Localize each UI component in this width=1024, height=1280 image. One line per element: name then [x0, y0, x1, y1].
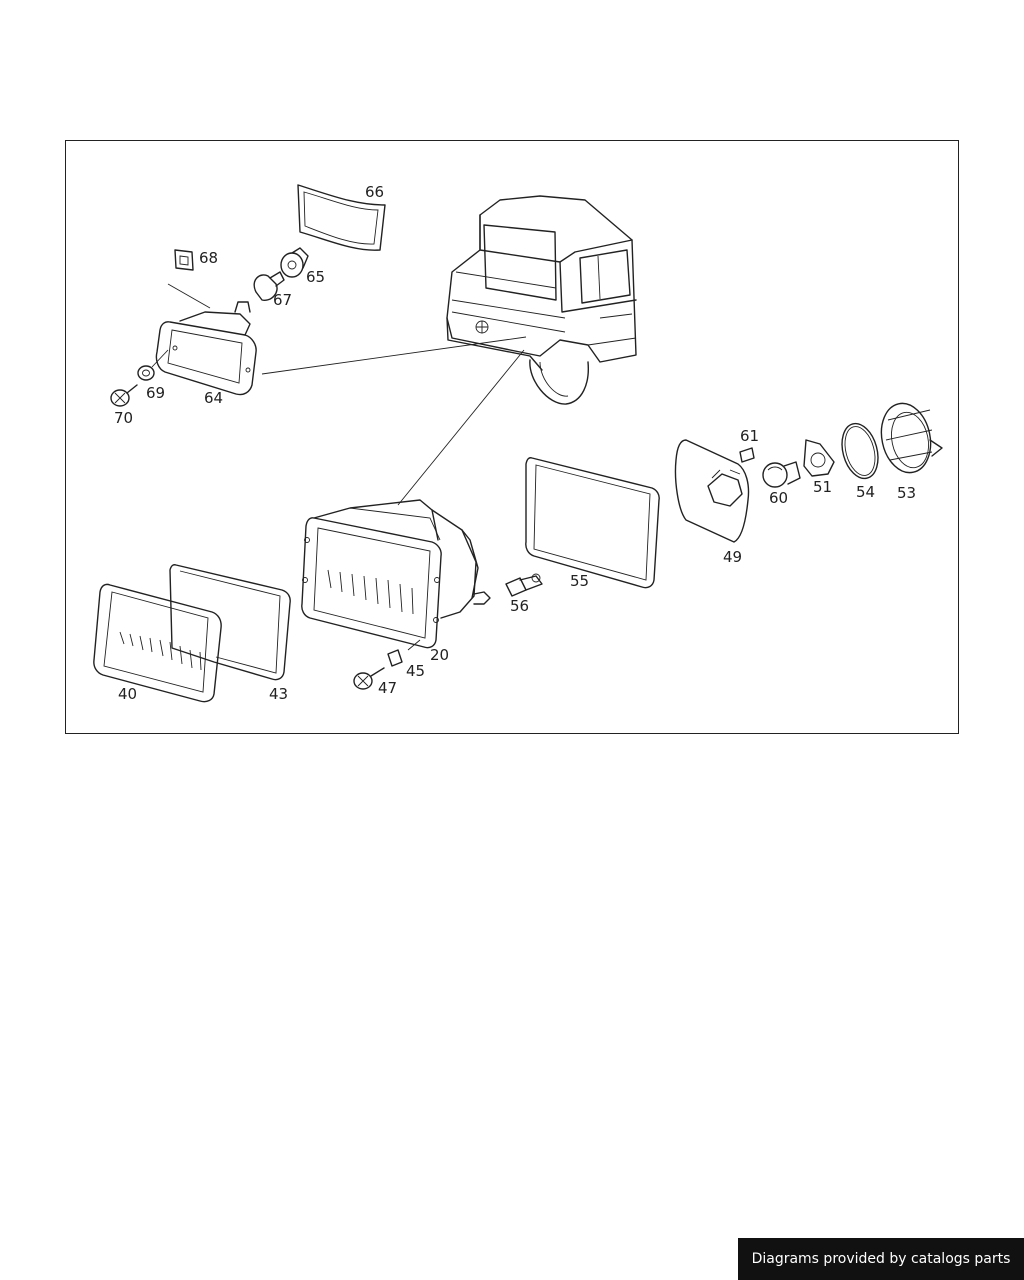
part-49-reflector	[674, 439, 750, 543]
part-67-bulb	[253, 271, 285, 301]
footer-credit-text: Diagrams provided by catalogs parts	[751, 1251, 1011, 1267]
label-64: 64	[204, 389, 223, 407]
part-53-cover-cap	[880, 402, 943, 474]
label-69: 69	[146, 384, 165, 402]
label-47: 47	[378, 679, 397, 697]
part-40-headlamp-lens	[93, 583, 222, 703]
label-70: 70	[114, 409, 133, 427]
part-55-gasket	[525, 457, 660, 589]
part-61-small-bulb	[739, 447, 755, 463]
label-66: 66	[365, 183, 384, 201]
leader-line-headlamp	[397, 349, 525, 506]
part-45-clip	[387, 649, 403, 667]
part-69-washer	[137, 365, 155, 381]
part-68-clip	[174, 249, 194, 271]
label-60: 60	[769, 489, 788, 507]
truck-cab-illustration	[446, 195, 637, 405]
leader-line-turn-signal	[261, 336, 527, 375]
label-68: 68	[199, 249, 218, 267]
parts-diagram: 66 68 65 67 69 64 70 61 51 54 53 60 49 5…	[93, 183, 943, 703]
part-66-gasket	[297, 184, 386, 251]
part-47-screw	[353, 667, 385, 690]
label-61: 61	[740, 427, 759, 445]
part-56-adjusting-screw	[505, 573, 543, 597]
part-20-headlamp-assembly	[301, 499, 491, 651]
part-51-bulb-socket	[803, 439, 835, 477]
leader-line-68	[167, 283, 211, 309]
footer-credit-badge: Diagrams provided by catalogs parts	[738, 1238, 1024, 1280]
label-56: 56	[510, 597, 529, 615]
label-54: 54	[856, 483, 875, 501]
label-65: 65	[306, 268, 325, 286]
part-number-labels: 66 68 65 67 69 64 70 61 51 54 53 60 49 5…	[114, 183, 916, 703]
part-54-seal-ring	[841, 422, 879, 480]
label-51: 51	[813, 478, 832, 496]
part-64-turn-signal-lamp	[155, 301, 257, 396]
parts-diagram-frame	[65, 140, 959, 734]
part-43-gasket	[169, 564, 291, 681]
part-60-headlamp-bulb	[762, 461, 801, 488]
label-49: 49	[723, 548, 742, 566]
label-53: 53	[897, 484, 916, 502]
label-20: 20	[430, 646, 449, 664]
part-65-bulb-socket	[280, 247, 309, 278]
part-70-screw	[110, 384, 138, 407]
label-40: 40	[118, 685, 137, 703]
label-55: 55	[570, 572, 589, 590]
label-45: 45	[406, 662, 425, 680]
label-43: 43	[269, 685, 288, 703]
label-67: 67	[273, 291, 292, 309]
